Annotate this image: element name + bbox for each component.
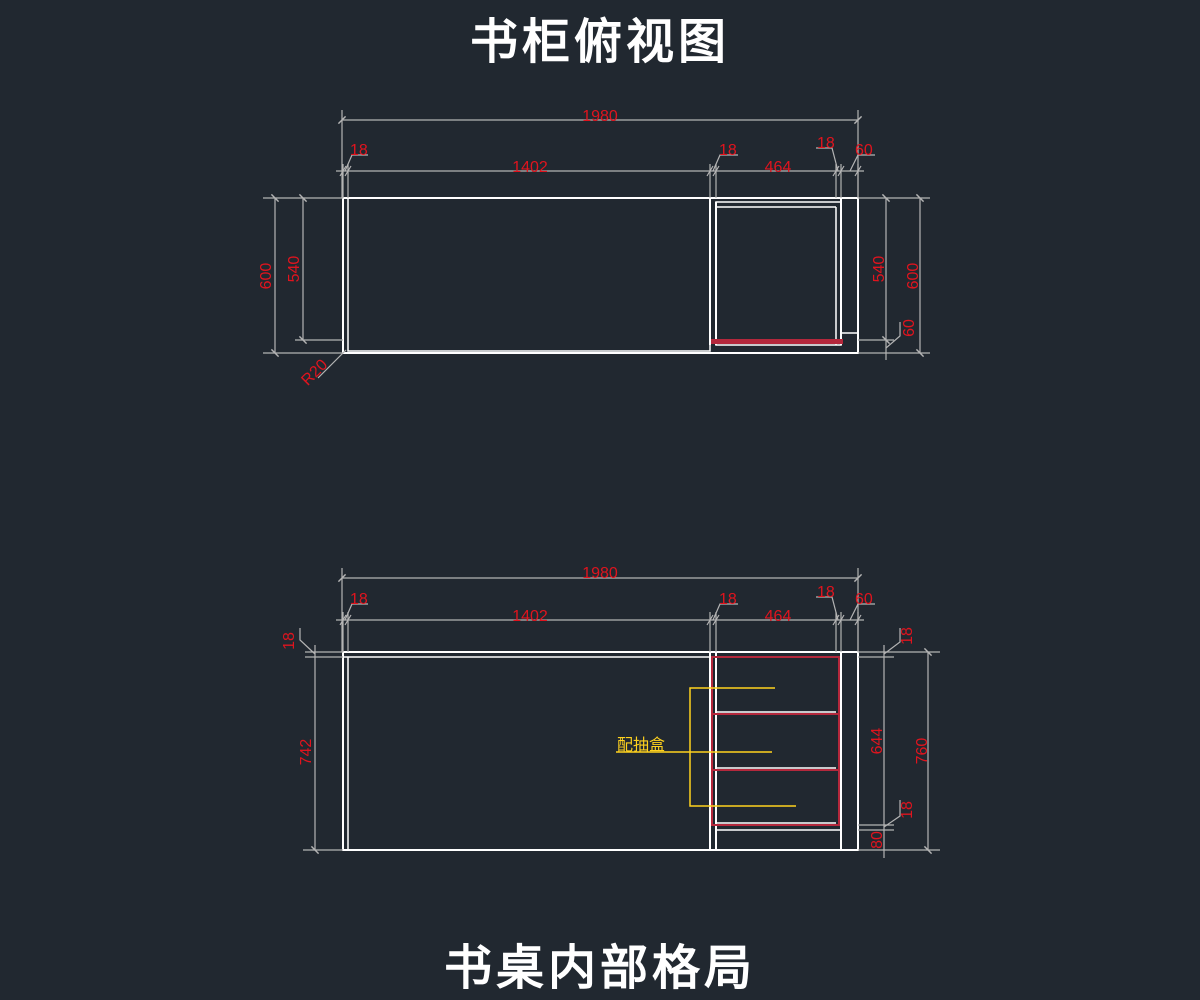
- leader-left-panel: [344, 154, 368, 172]
- dim-i-overall-height: 760: [914, 738, 931, 765]
- dim-i-right-top-board: 18: [899, 627, 916, 645]
- leader: [816, 596, 839, 621]
- leader: [712, 603, 738, 621]
- leader-radius: [317, 349, 347, 379]
- dim-left-depth-inner: 540: [286, 256, 303, 283]
- leader: [299, 628, 316, 655]
- tick: [832, 614, 840, 626]
- interior-dimension-lines: [299, 568, 940, 858]
- top-view-dimension-lines: [263, 110, 930, 379]
- drawer-runners: [716, 711, 836, 824]
- drawer-note: 配抽盒: [617, 736, 665, 754]
- dim-i-left-height: 742: [298, 739, 315, 766]
- tick: [344, 165, 352, 177]
- tick: [854, 165, 862, 177]
- dim-corner-radius: R20: [298, 356, 331, 389]
- top-view-outer-rect: [342, 197, 859, 354]
- interior-view-outline: [342, 651, 859, 851]
- dim-left-depth-outer: 600: [258, 263, 275, 290]
- dim-i-right-panel: 18: [817, 584, 835, 601]
- dim-i-divider: 18: [719, 591, 737, 608]
- note-leader: [616, 687, 796, 807]
- top-view-title: 书柜俯视图: [469, 14, 730, 70]
- dim-right-bay: 464: [765, 159, 792, 176]
- dim-divider: 18: [719, 142, 737, 159]
- tick: [832, 165, 840, 177]
- tick: [706, 165, 714, 177]
- dim-right-panel: 18: [817, 135, 835, 152]
- leader: [344, 603, 368, 621]
- dim-right-depth-outer: 600: [905, 263, 922, 290]
- top-view-dimension-text: 1980 18 1402 18 464 18 60 600 540 540 60…: [258, 108, 922, 389]
- tick: [339, 614, 347, 626]
- dim-overall-width: 1980: [582, 108, 618, 125]
- note-bracket: [689, 687, 796, 807]
- right-bay-inner: [715, 201, 842, 346]
- dim-i-bottom-board: 18: [899, 801, 916, 819]
- interior-outer-rect: [342, 651, 859, 851]
- leader-divider: [712, 154, 738, 172]
- drawer-boxes: [711, 656, 840, 826]
- tick: [344, 614, 352, 626]
- leader: [849, 603, 875, 621]
- dim-left-bay: 1402: [512, 159, 548, 176]
- dim-i-top-board: 18: [281, 632, 298, 650]
- dim-right-depth-inner: 540: [871, 256, 888, 283]
- tick: [712, 165, 720, 177]
- leader-right-panel: [816, 147, 839, 172]
- dim-left-panel: 18: [350, 142, 368, 159]
- interior-view-title: 书桌内部格局: [443, 940, 756, 996]
- dim-end-offset: 60: [855, 142, 873, 159]
- interior-view: 配抽盒: [281, 565, 940, 858]
- top-view-outline: [342, 197, 859, 354]
- dim-i-left-bay: 1402: [512, 608, 548, 625]
- dim-back-gap: 60: [901, 319, 918, 337]
- drawer-frame: [711, 656, 840, 826]
- tick: [712, 614, 720, 626]
- leader: [883, 628, 901, 655]
- dim-i-overall-width: 1980: [582, 565, 618, 582]
- dim-i-drawer-zone: 644: [869, 728, 886, 755]
- dim-i-plinth: 80: [869, 831, 886, 849]
- tick: [339, 165, 347, 177]
- tick: [837, 165, 845, 177]
- dim-i-right-bay: 464: [765, 608, 792, 625]
- leader-back-gap: [885, 322, 901, 349]
- tick: [706, 614, 714, 626]
- tick: [854, 614, 862, 626]
- tick: [837, 614, 845, 626]
- top-view-back-panel: [711, 339, 843, 344]
- dim-i-left-panel: 18: [350, 591, 368, 608]
- left-bay-inner: [347, 197, 711, 352]
- dim-i-end-offset: 60: [855, 591, 873, 608]
- interior-dimension-text: 1980 18 1402 18 464 18 60 18 742 18 644 …: [281, 565, 931, 849]
- top-view: 1980 18 1402 18 464 18 60 600 540 540 60…: [258, 108, 930, 389]
- leader: [883, 800, 901, 828]
- leader-end-offset: [849, 154, 875, 172]
